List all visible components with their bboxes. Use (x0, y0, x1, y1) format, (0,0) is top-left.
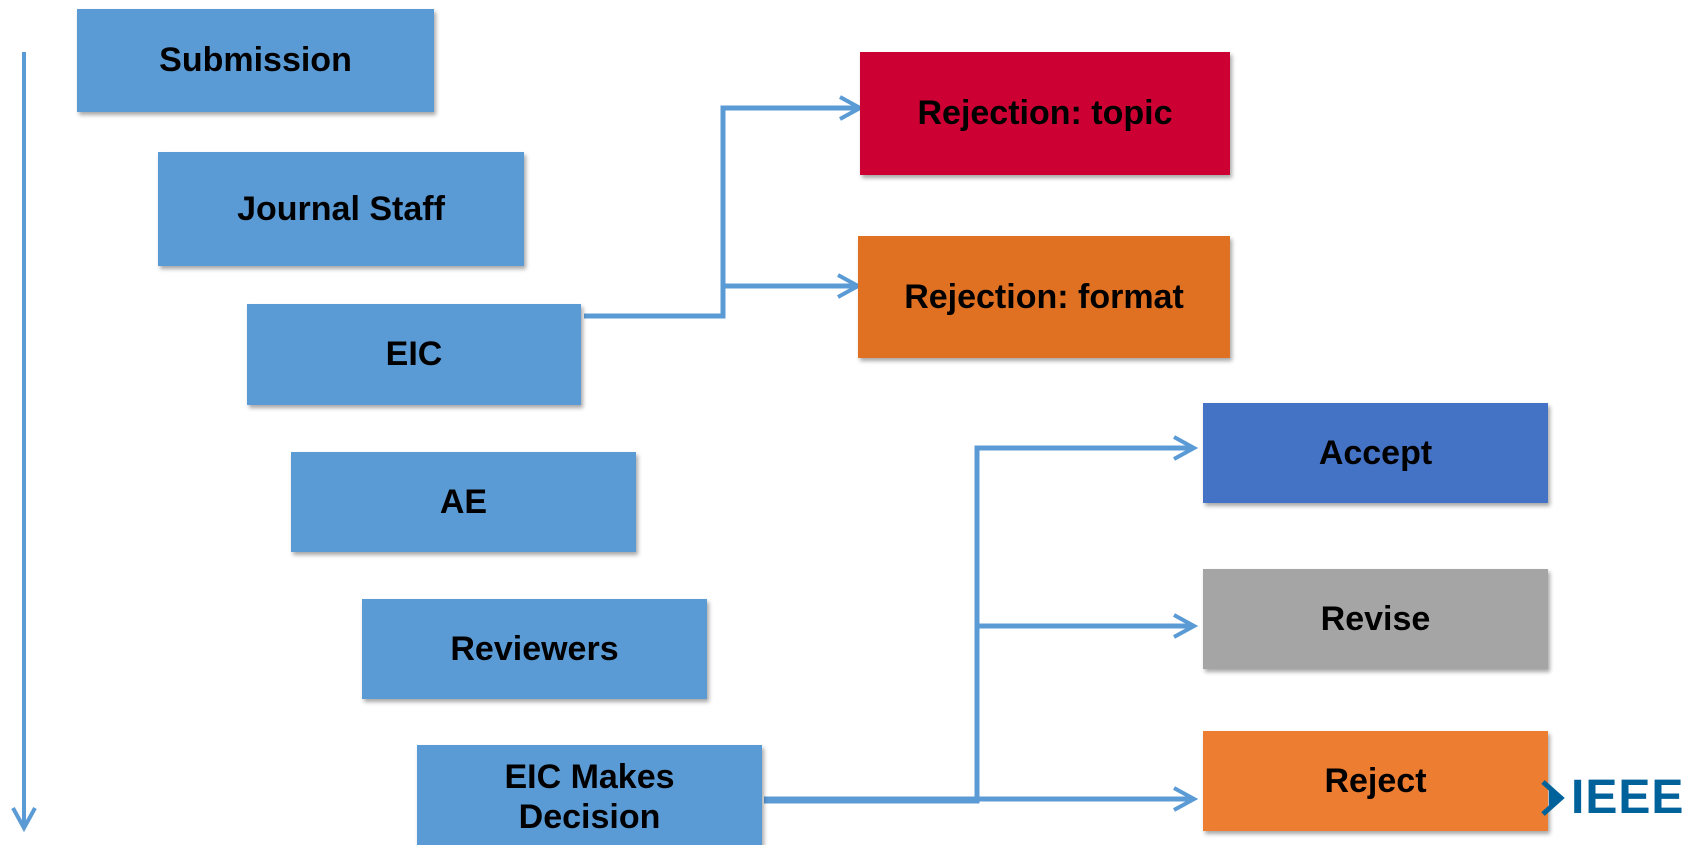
step-eic-makes-decision: EIC Makes Decision (417, 745, 762, 845)
step-journal-staff: Journal Staff (158, 152, 524, 266)
step-eic-decision-line2: Decision (518, 798, 661, 836)
ieee-logo-text: IEEE (1571, 771, 1685, 824)
step-reviewers: Reviewers (362, 599, 707, 699)
step-ae-label: AE (439, 482, 488, 521)
outcome-accept-label: Accept (1318, 433, 1433, 472)
outcome-rejection-topic: Rejection: topic (860, 52, 1230, 175)
outcome-rejection-format: Rejection: format (858, 236, 1230, 358)
step-journal-staff-label: Journal Staff (237, 189, 445, 228)
step-reviewers-label: Reviewers (450, 629, 619, 668)
step-submission: Submission (77, 9, 434, 112)
outcome-revise-label: Revise (1320, 599, 1431, 638)
outcome-rejection-topic-label: Rejection: topic (917, 94, 1173, 133)
step-ae: AE (291, 452, 636, 552)
outcome-reject: Reject (1203, 731, 1548, 831)
step-eic: EIC (247, 304, 581, 405)
outcome-accept: Accept (1203, 403, 1548, 503)
connector-eic-to-rejection-topic (584, 108, 858, 319)
step-eic-label: EIC (385, 335, 443, 374)
ieee-diamond-icon (1541, 779, 1565, 816)
outcome-rejection-format-label: Rejection: format (904, 277, 1184, 316)
step-eic-decision-line1: EIC Makes (504, 757, 675, 796)
step-submission-label: Submission (159, 41, 352, 80)
ieee-logo: IEEE (1541, 770, 1684, 825)
outcome-reject-label: Reject (1324, 761, 1427, 800)
outcome-revise: Revise (1203, 569, 1548, 669)
